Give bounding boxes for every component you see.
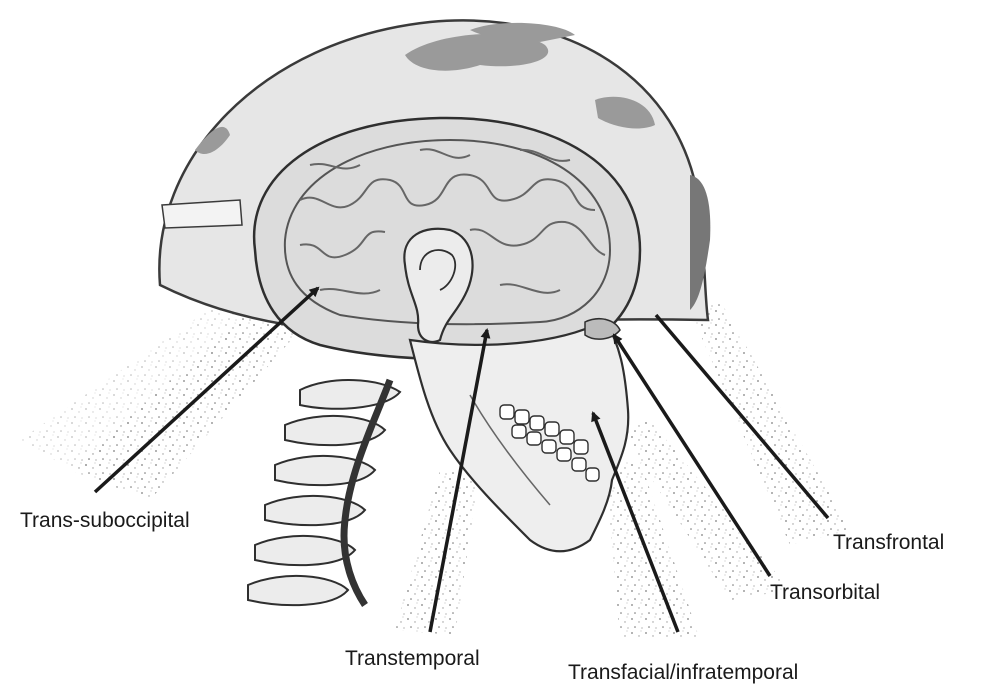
label-transtemporal: Transtemporal [345,648,480,669]
label-transfacial-infratemporal: Transfacial/infratemporal [568,662,798,683]
label-transorbital: Transorbital [770,582,880,603]
label-transfrontal: Transfrontal [833,532,944,553]
cervical-spine-illustration [248,380,400,605]
blast-ray-temporal [395,470,480,635]
label-trans-suboccipital: Trans-suboccipital [20,510,190,531]
